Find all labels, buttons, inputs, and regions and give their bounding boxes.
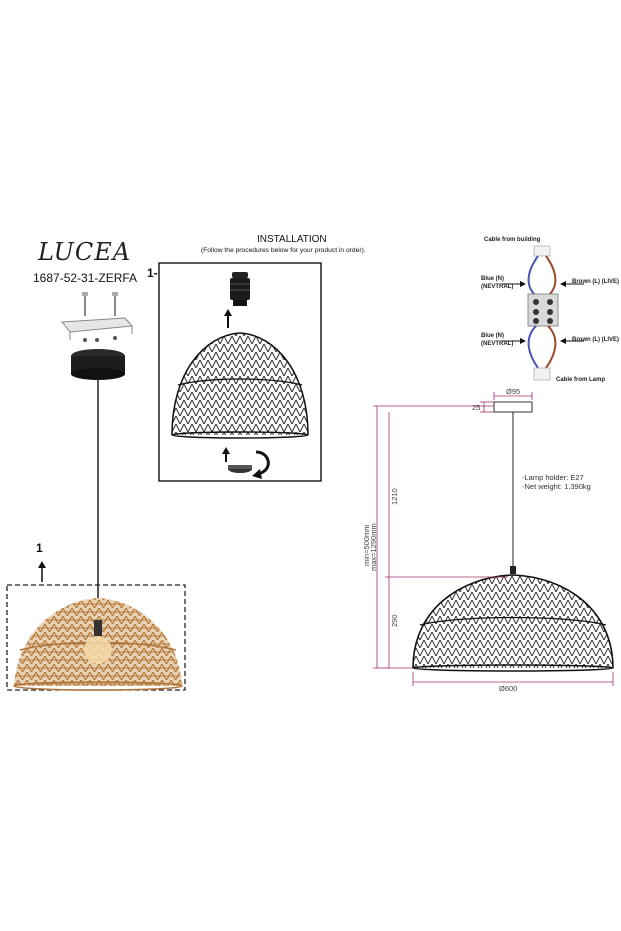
wiring-diagram: [502, 245, 584, 381]
wire-label-brown-bottom: Brown (L) (LIVE): [572, 337, 619, 343]
step-label: 1-: [147, 266, 158, 280]
dim-canopy-height: 25: [472, 403, 481, 412]
dim-shade-height: 290: [390, 614, 399, 627]
brand-title: LUCEA: [38, 238, 132, 266]
wire-label-nevtral-top: (NEVTRAL): [481, 284, 514, 290]
installation-title: INSTALLATION: [257, 234, 327, 245]
dim-shade-diameter: Ø600: [499, 684, 518, 693]
rotate-clockwise-icon: [252, 450, 270, 479]
terminal-block-icon: [527, 293, 559, 327]
spec-lamp-holder: -Lamp holder: E27: [522, 473, 584, 482]
wire-label-blue-bottom: Blue (N): [481, 333, 504, 339]
spec-net-weight: -Net weight: 1,390kg: [522, 482, 591, 491]
mounting-bracket-icon: [61, 292, 134, 342]
installation-step-box: [158, 262, 322, 482]
lamp-socket-icon: [230, 272, 250, 306]
dim-max-height: max=1290mm: [369, 523, 378, 571]
rattan-shade-photo: [13, 598, 183, 691]
wire-label-nevtral-bottom: (NEVTRAL): [481, 341, 514, 347]
installation-subtitle: (Follow the procedures below for your pr…: [201, 247, 366, 254]
model-number: 1687-52-31-ZERFA: [33, 271, 138, 285]
wire-label-blue-top: Blue (N): [481, 276, 504, 282]
photo-callout-label: 1: [36, 541, 43, 555]
ring-nut-icon: [228, 465, 252, 473]
canopy-icon: [71, 349, 125, 380]
arrow-up-small-icon: [222, 447, 230, 462]
wire-label-cable-from-building: Cable from building: [484, 237, 541, 243]
callout-arrow-icon: [38, 561, 46, 582]
shade-line-drawing-small: [171, 332, 309, 439]
wire-label-brown-top: Brown (L) (LIVE): [572, 279, 619, 285]
wire-label-cable-from-lamp: Cable from Lamp: [556, 377, 606, 383]
dim-cable-length: 1210: [390, 488, 399, 505]
arrow-up-icon: [224, 309, 232, 328]
technical-drawing: [373, 392, 614, 686]
dim-canopy-diameter: Ø95: [506, 387, 521, 396]
